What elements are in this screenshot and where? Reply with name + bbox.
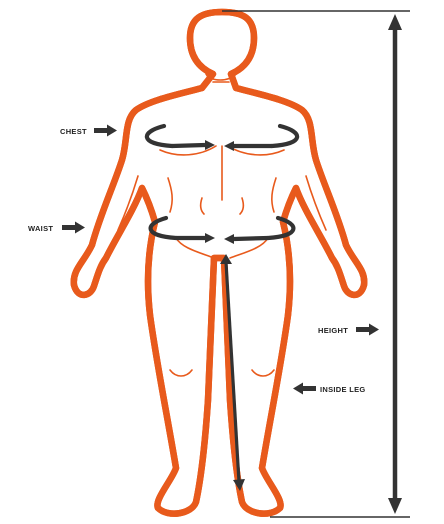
chest-measure-ring	[144, 123, 300, 151]
chest-label-group: CHEST	[60, 124, 117, 137]
waist-measure-ring	[148, 215, 296, 244]
height-label: HEIGHT	[318, 326, 348, 335]
inside-leg-measure-line	[220, 254, 245, 491]
waist-arrow-head-2	[224, 234, 234, 244]
waist-arrow-head	[205, 233, 215, 243]
right-arrow-icon	[356, 323, 379, 336]
chest-arrow-head	[205, 140, 215, 150]
chest-label: CHEST	[60, 127, 87, 136]
chest-arrow-head-2	[224, 141, 234, 151]
right-arrow-icon	[94, 124, 117, 137]
waist-label: WAIST	[28, 224, 53, 233]
left-arrow-icon	[293, 382, 316, 395]
body-outline	[70, 8, 368, 517]
body-silhouette	[70, 8, 368, 517]
anatomy-details	[117, 73, 327, 377]
waist-label-group: WAIST	[28, 221, 85, 234]
height-label-group: HEIGHT	[318, 323, 379, 336]
right-arrow-icon	[62, 221, 85, 234]
height-measure-bar	[222, 10, 410, 518]
inside-leg-label: INSIDE LEG	[320, 385, 366, 394]
inside-leg-label-group: INSIDE LEG	[293, 382, 366, 395]
